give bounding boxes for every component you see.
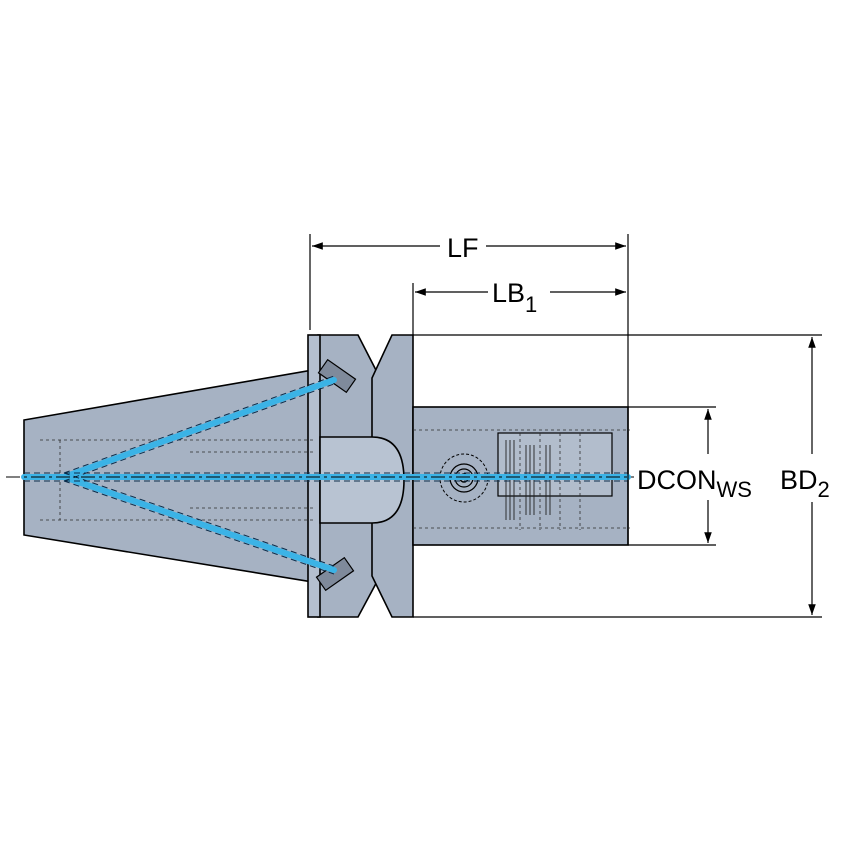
bd2-label: BD2 <box>780 465 830 502</box>
lf-label: LF <box>447 233 479 263</box>
lb1-label: LB1 <box>492 278 537 317</box>
dconws-label: DCONWS <box>637 465 752 502</box>
coolant-channel-edges <box>24 375 628 575</box>
inner-bore <box>497 432 613 497</box>
dimension-lines <box>309 234 822 618</box>
